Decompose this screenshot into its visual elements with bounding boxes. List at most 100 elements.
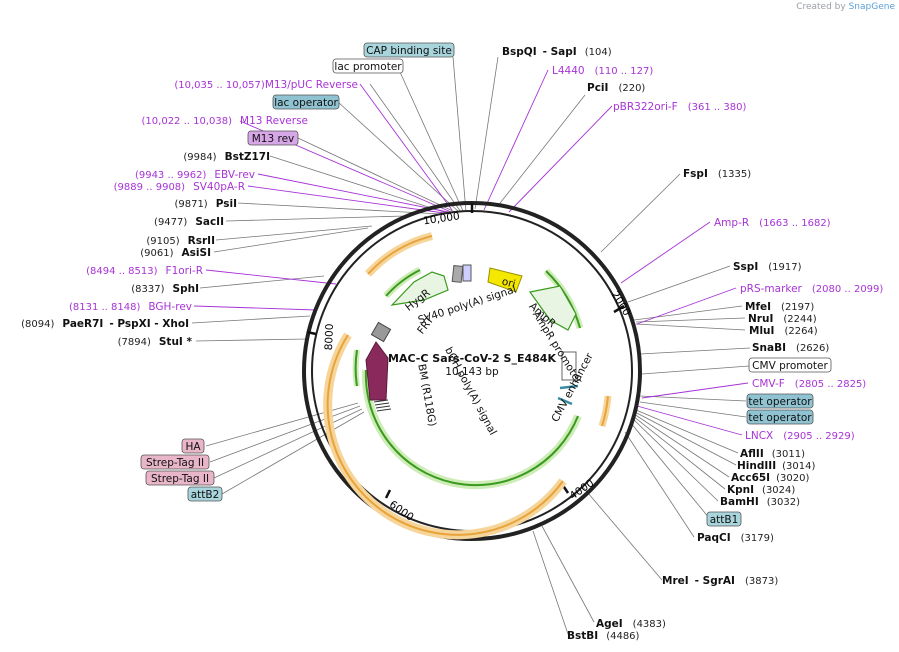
primer-pbr322ori-f: pBR322ori-F [613,101,678,113]
svg-text:pRS-marker(2080 .. 2099): pRS-marker(2080 .. 2099) [740,283,883,295]
enzyme-labels-left: (9984) BstZ17I (9871) PsiI (9477) SacII (91… [21,151,270,348]
primer-amp-r-pos: (1663 .. 1682) [759,218,831,229]
enzyme-sspi-pos: (1917) [768,262,801,273]
enzyme-sphi-pos: (8337) [131,284,164,295]
enzyme-labels: BspQI- SapI(104) PciI(220) FspI(1335) Ss… [502,46,829,642]
enzyme-hindiii: HindIII [737,460,776,472]
svg-text:(9477)SacII: (9477) SacII [154,216,224,228]
plasmid-name: MAC-C Sars-CoV-2 S_E484K [388,352,556,365]
enzyme-mlui-pos: (2264) [784,326,817,337]
enzyme-psii: PsiI [216,198,237,210]
primer-labels: L4440 (110 .. 127) pBR322ori-F (361 .. 380… [552,65,883,442]
primer-m13rev-pos: (10,022 .. 10,038) [142,116,233,127]
box-tet-operator-1: tet operator [748,396,812,408]
svg-text:SspI(1917): SspI(1917) [733,261,802,273]
cmv-block [561,351,577,381]
svg-text:(9889 .. 9908)SV40pA-R: (9889 .. 9908)SV40pA-R [114,181,245,193]
primer-sv40pa-r-pos: (9889 .. 9908) [114,182,186,193]
svg-text:MfeI(2197): MfeI(2197) [745,301,814,313]
enzyme-fspi: FspI [683,168,708,180]
primer-labels-left: (10,035 .. 10,057)M13 ReverseM13/pUC Rev… [69,79,358,313]
enzyme-pcii: PciI [587,82,608,94]
bm-feature [365,341,389,401]
enzyme-sphi: SphI [173,283,199,295]
svg-text:(7894)StuI *: (7894)StuI * [118,336,193,348]
leader-lines [191,56,751,635]
box-strep-tag-1: Strep-Tag II [146,457,204,469]
svg-text:(8494 .. 8513)F1ori-R: (8494 .. 8513)F1ori-R [86,265,203,277]
svg-text:(9061)AsiSI: (9061) AsiSI [140,247,211,259]
box-cap-binding-site: CAP binding site [366,45,452,57]
enzyme-mrei-extra: - SgrAI [695,575,735,587]
svg-text:Amp-R(1663 .. 1682): Amp-R(1663 .. 1682) [714,217,831,229]
enzyme-aflii: AflII [740,448,764,460]
svg-text:(8094)PaeR7I- PspXI - XhoI: (8094) PaeR7I - PspXI - XhoI [21,318,189,330]
hygr-feature [390,271,449,306]
primer-f1ori-r-pos: (8494 .. 8513) [86,266,158,277]
frt-block [370,321,392,343]
enzyme-agei-pos: (4383) [633,619,666,630]
svg-text:(8337)SphI: (8337) SphI [131,283,199,295]
enzyme-bstz17i: BstZ17I [225,151,270,163]
enzyme-hindiii-pos: (3014) [782,461,815,472]
enzyme-sacii-pos: (9477) [154,217,187,228]
ori-feature [487,267,523,293]
svg-text:PciI(220): PciI(220) [587,82,645,94]
enzyme-paqci: PaqCI [697,532,731,544]
svg-text:BstBI(4486): BstBI(4486) [567,630,640,642]
enzyme-mlui: MluI [749,325,774,337]
box-attb1: attB1 [710,514,739,526]
svg-text:Acc65I(3020): Acc65I(3020) [731,472,809,484]
enzyme-mrei-pos: (3873) [745,576,778,587]
enzyme-fspi-pos: (1335) [718,169,751,180]
primer-pbr322ori-f-pos: (361 .. 380) [688,102,747,113]
enzyme-kpni-pos: (3024) [762,485,795,496]
enzyme-bstz17i-pos: (9984) [183,152,216,163]
primer-l4440: L4440 [552,65,585,77]
svg-text:KpnI(3024): KpnI(3024) [727,484,795,496]
svg-text:MreI- SgrAI(3873): MreI - SgrAI (3873) [662,575,778,587]
attb-stripes [373,399,392,412]
svg-text:AgeI(4383): AgeI (4383) [596,618,666,630]
primer-lncx: LNCX [745,430,773,442]
enzyme-rsrii: RsrII [188,235,215,247]
feature-arcs [323,232,612,540]
enzyme-nrui: NruI [748,313,773,325]
enzyme-bspqi-pos: (104) [585,47,612,58]
enzyme-agei: AgeI [596,618,623,630]
primer-l4440-pos: (110 .. 127) [595,66,654,77]
enzyme-asisi: AsiSI [182,247,211,259]
svg-text:(9943 .. 9962)EBV-rev: (9943 .. 9962)EBV-rev [135,169,255,181]
svg-text:BamHI(3032): BamHI(3032) [720,496,800,508]
enzyme-acc65i: Acc65I [731,472,770,484]
primer-bgh-rev-pos: (8131 .. 8148) [69,302,141,313]
credit-prefix: Created by [796,2,846,12]
enzyme-paer7i-extra: - PspXI - XhoI [109,318,189,330]
svg-text:MluI(2264): MluI (2264) [749,325,818,337]
lac-block [462,264,472,282]
label-bm: BM (R118G) [415,363,438,427]
primer-m13puc-name: M13/pUC Reverse [265,79,358,91]
enzyme-paer7i-pos: (8094) [21,319,54,330]
svg-text:(9984)BstZ17I: (9984) BstZ17I [183,151,270,163]
enzyme-bamhi-pos: (3032) [767,497,800,508]
enzyme-paer7i: PaeR7I [62,318,103,330]
svg-text:SnaBI(2626): SnaBI(2626) [752,342,829,354]
enzyme-mfei-pos: (2197) [781,302,814,313]
svg-text:(8131 .. 8148)BGH-rev: (8131 .. 8148)BGH-rev [69,301,192,313]
enzyme-psii-pos: (9871) [174,199,207,210]
enzyme-asisi-pos: (9061) [140,248,173,259]
enzyme-nrui-pos: (2244) [783,314,816,325]
enzyme-bstbi-pos: (4486) [606,631,639,642]
enzyme-sacii: SacII [195,216,224,228]
enzyme-mrei: MreI [662,575,689,587]
box-lac-operator: lac operator [274,97,338,109]
svg-text:HindIII(3014): HindIII (3014) [737,460,815,472]
primer-prs-marker: pRS-marker [740,283,803,295]
svg-text:pBR322ori-F(361 .. 380): pBR322ori-F (361 .. 380) [613,101,746,113]
svg-text:(9105)RsrII: (9105)RsrII [146,235,215,247]
box-lac-promoter: lac promoter [334,61,402,73]
svg-text:PaqCI(3179): PaqCI(3179) [697,532,774,544]
enzyme-stui-pos: (7894) [118,337,151,348]
